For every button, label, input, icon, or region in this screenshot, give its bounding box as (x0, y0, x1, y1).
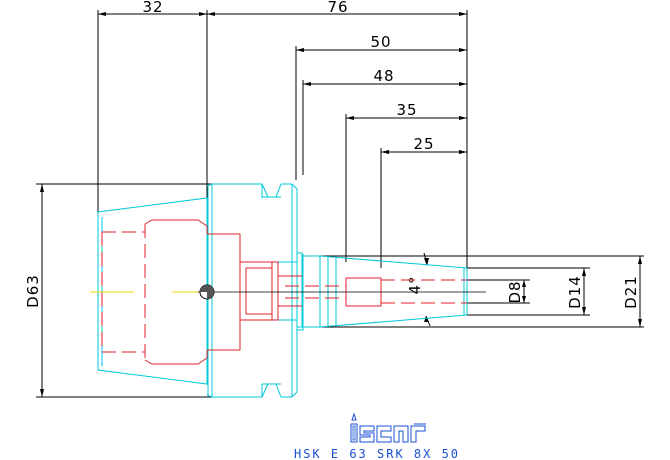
dim-d21-label: D21 (622, 275, 640, 309)
dim-25-label: 25 (413, 135, 434, 153)
dimension-lines (36, 10, 644, 398)
drawing-title: HSK E 63 SRK 8X 50 (294, 447, 460, 460)
centerline (90, 284, 486, 300)
iscar-logo (350, 412, 426, 443)
dim-76-label: 76 (327, 0, 348, 16)
dim-d8-label: D8 (506, 280, 524, 303)
dim-d14-label: D14 (566, 275, 584, 309)
dim-32-label: 32 (142, 0, 163, 16)
dim-d63-label: D63 (24, 274, 42, 308)
dim-50-label: 50 (370, 33, 391, 51)
dim-35-label: 35 (396, 101, 417, 119)
dim-48-label: 48 (373, 67, 394, 85)
